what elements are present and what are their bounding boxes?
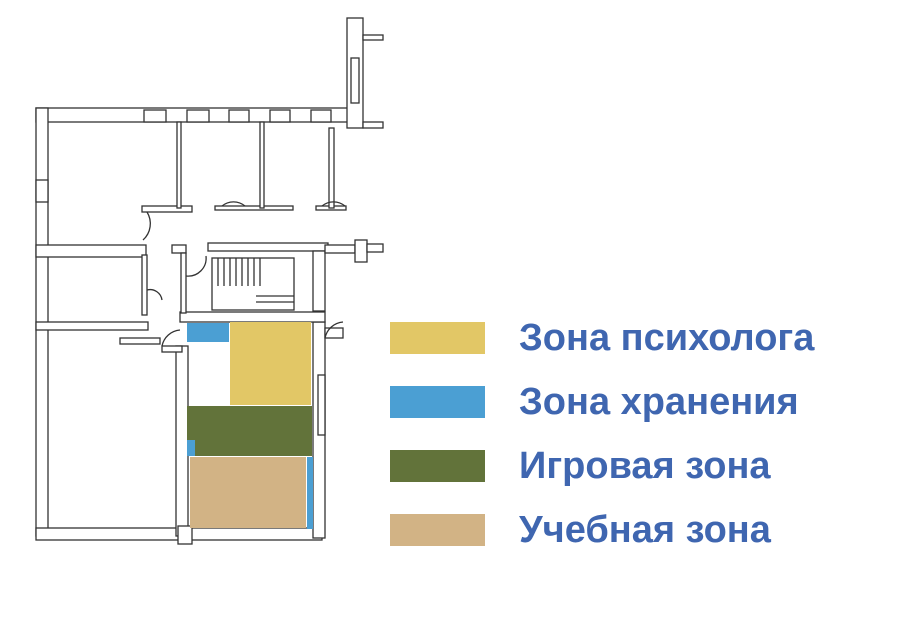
doors bbox=[142, 201, 346, 347]
play-zone-area bbox=[187, 406, 312, 456]
legend-swatch bbox=[390, 322, 485, 354]
legend: Зона психолога Зона хранения Игровая зон… bbox=[390, 306, 814, 562]
storage-zone-area bbox=[307, 457, 313, 529]
legend-swatch bbox=[390, 386, 485, 418]
legend-label: Зона хранения bbox=[519, 380, 799, 423]
storage-zone-area bbox=[187, 323, 229, 342]
legend-swatch bbox=[390, 514, 485, 546]
windows bbox=[143, 57, 360, 123]
legend-label: Зона психолога bbox=[519, 316, 815, 359]
study-zone-area bbox=[190, 457, 306, 528]
zones bbox=[187, 322, 313, 529]
psychologist-zone-area bbox=[230, 322, 311, 405]
legend-item-play-zone: Игровая зона bbox=[390, 434, 814, 498]
storage-zone-area bbox=[187, 440, 195, 456]
legend-label: Игровая зона bbox=[519, 444, 771, 487]
legend-label: Учебная зона bbox=[519, 508, 771, 551]
staircase bbox=[211, 257, 295, 311]
legend-item-storage-zone: Зона хранения bbox=[390, 370, 814, 434]
walls bbox=[35, 17, 384, 545]
legend-swatch bbox=[390, 450, 485, 482]
legend-item-study-zone: Учебная зона bbox=[390, 498, 814, 562]
legend-item-psychologist-zone: Зона психолога bbox=[390, 306, 814, 370]
